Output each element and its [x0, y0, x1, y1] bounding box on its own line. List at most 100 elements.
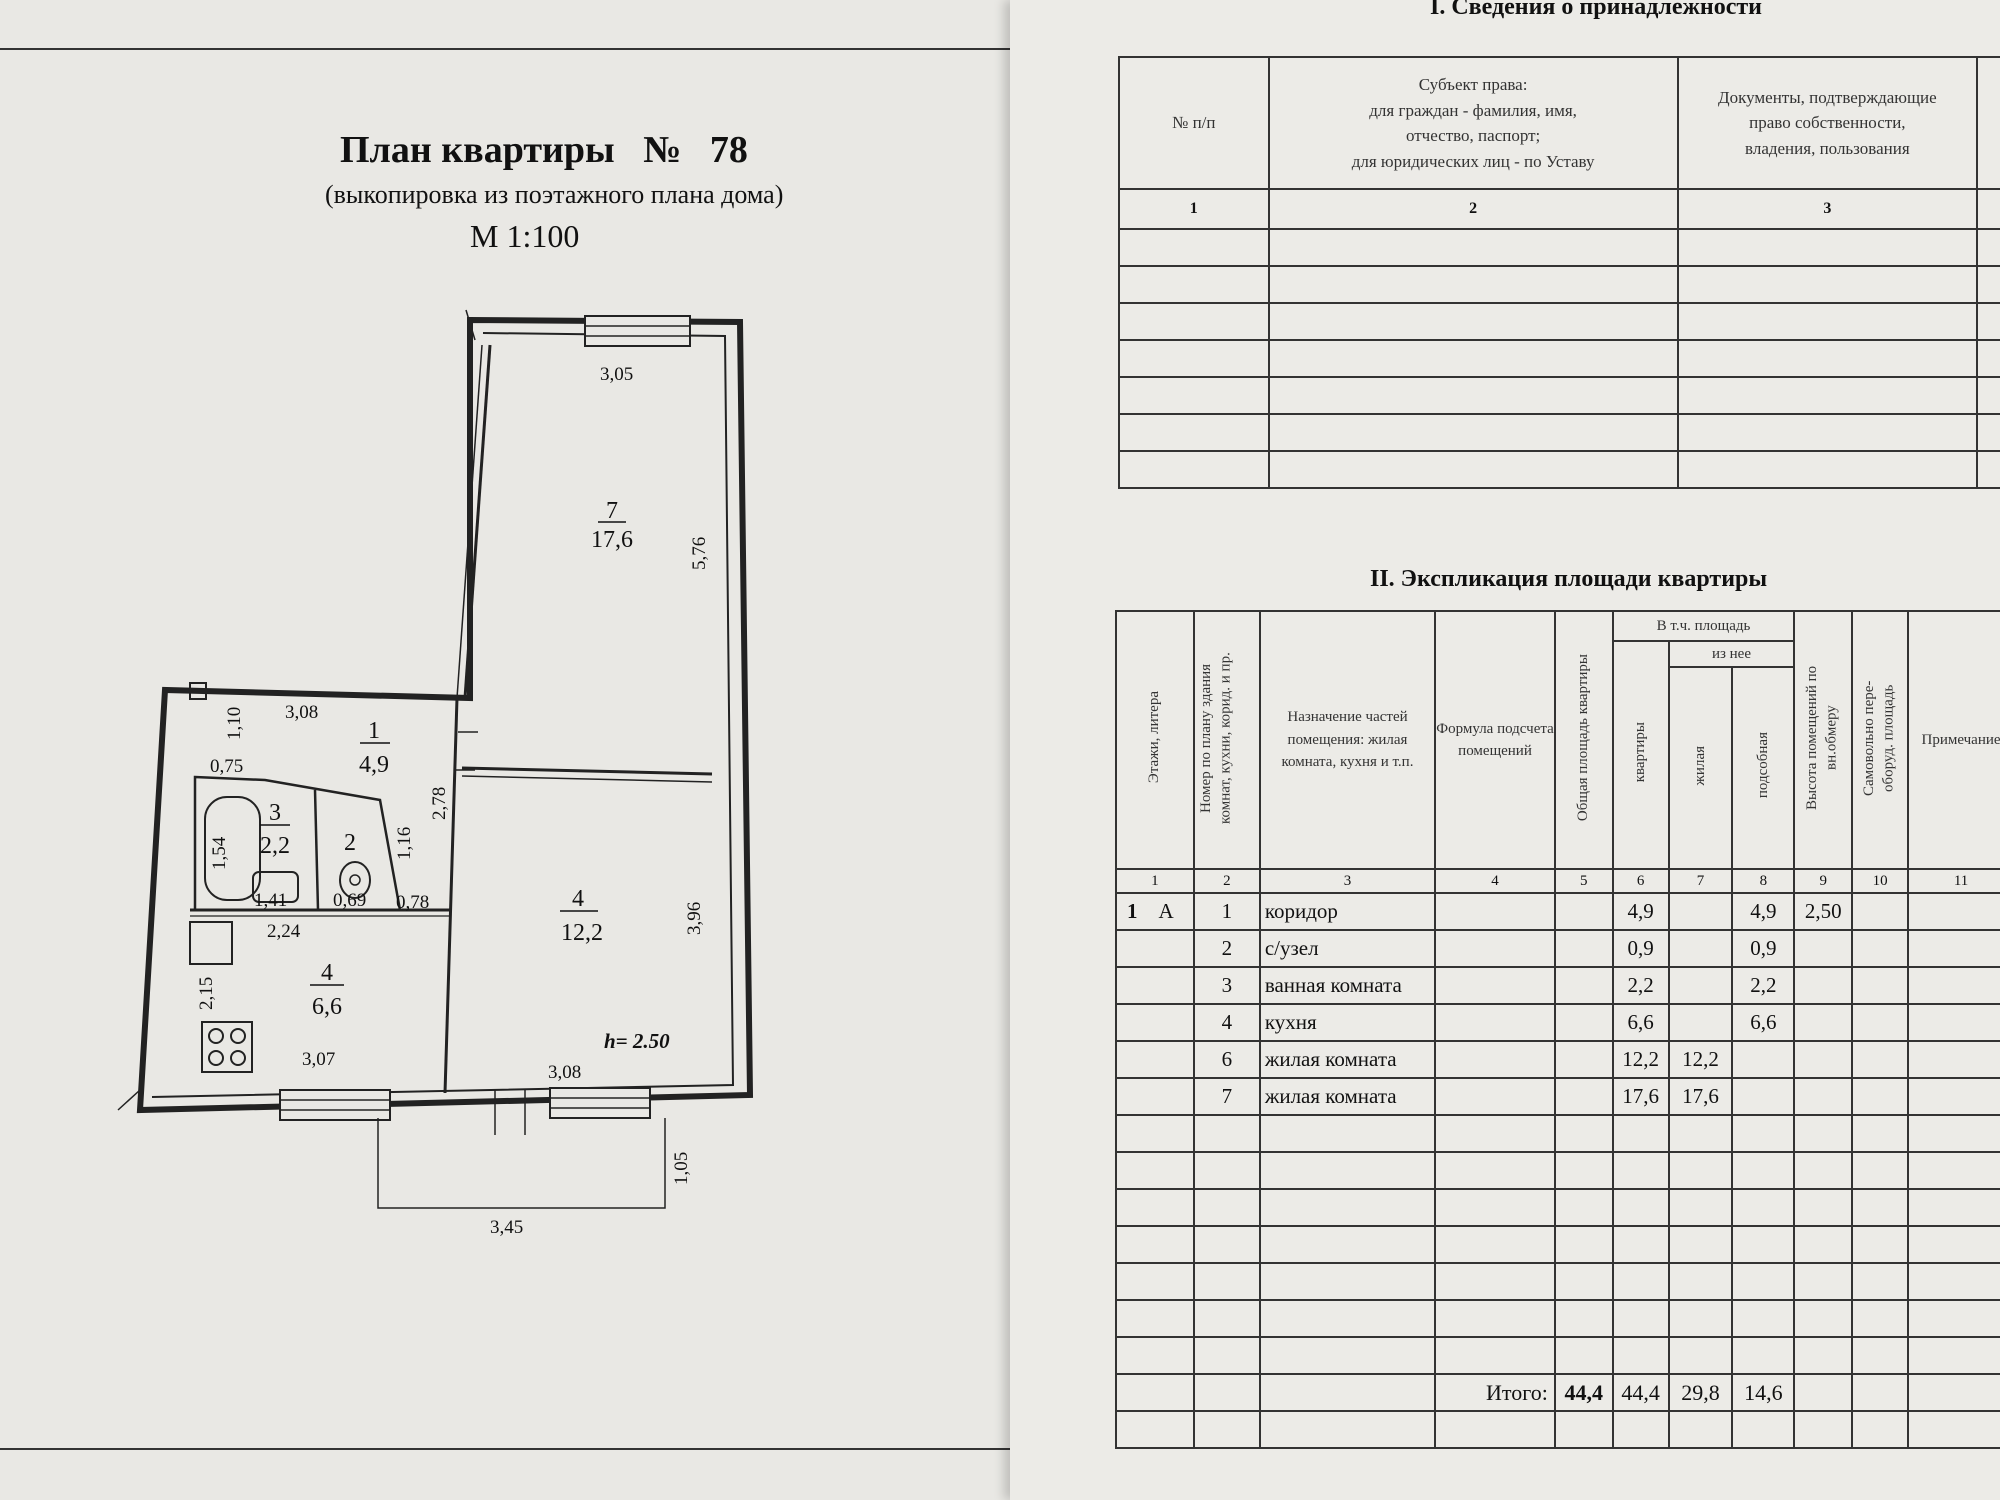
ceiling-height: h= 2.50 — [604, 1029, 670, 1053]
row-height — [1793, 1003, 1854, 1042]
room-3-area: 2,2 — [260, 833, 290, 859]
col-num-3: 3 — [1258, 868, 1437, 894]
row-aux-area — [1731, 1040, 1796, 1079]
table-row: 4 кухня 6,6 6,6 — [1115, 1003, 2000, 1042]
total-row: Итого: 44,4 44,4 29,8 14,6 — [1115, 1373, 2000, 1412]
total-aux-area: 14,6 — [1731, 1373, 1796, 1412]
dim-2-15: 2,15 — [196, 977, 217, 1010]
empty-row — [1115, 1410, 2000, 1449]
ownership-header-extra — [1976, 56, 2000, 190]
room-1-number: 1 — [368, 718, 380, 744]
table-row: 7 жилая комната 17,6 17,6 — [1115, 1077, 2000, 1116]
empty-row — [1115, 1262, 2000, 1301]
row-name: жилая комната — [1258, 1077, 1437, 1116]
dim-2-24: 2,24 — [267, 921, 301, 942]
col-num-5: 5 — [1553, 868, 1614, 894]
plan-title: План квартиры № 78 — [340, 128, 748, 172]
col-num-10: 10 — [1851, 868, 1910, 894]
col-num-1: 1 — [1115, 868, 1195, 894]
row-aux-area: 0,9 — [1731, 929, 1796, 968]
dim-3-05: 3,05 — [600, 364, 633, 385]
empty-row — [1115, 1336, 2000, 1375]
table-row: 1 А 1 коридор 4,9 4,9 2,50 — [1115, 892, 2000, 931]
dim-3-08-top: 3,08 — [285, 702, 318, 723]
dim-1-10: 1,10 — [224, 707, 245, 740]
ownership-row — [1118, 413, 2000, 452]
row-height — [1793, 1040, 1854, 1079]
dim-3-08-bottom: 3,08 — [548, 1062, 581, 1083]
ownership-row — [1118, 450, 2000, 489]
plan-title-text: План квартиры — [340, 129, 615, 171]
stove — [201, 1021, 253, 1073]
sink — [252, 871, 299, 903]
explication-title: II. Экспликация площади квартиры — [1370, 566, 1768, 592]
ownership-table: № п/п Субъект права: для граждан - фамил… — [1118, 56, 2000, 489]
ownership-row — [1118, 228, 2000, 267]
total-living-area: 29,8 — [1667, 1373, 1734, 1412]
room-4-number: 4 — [321, 960, 333, 986]
row-height — [1793, 966, 1854, 1005]
empty-row — [1115, 1114, 2000, 1153]
floor-plan: 3,05 5,76 3,08 1,10 0,75 1,54 1,16 2,78 … — [117, 309, 754, 1238]
dim-3-96: 3,96 — [684, 902, 705, 935]
kitchen-sink — [189, 921, 233, 965]
hdr-reequipped: Самовольно пере-оборуд. площадь — [1861, 679, 1897, 796]
row-apt-area: 2,2 — [1611, 966, 1670, 1005]
ownership-title: I. Сведения о принадлежности — [1430, 0, 1762, 20]
row-apt-area: 0,9 — [1611, 929, 1670, 968]
ownership-col-1: 1 — [1118, 188, 1270, 230]
litera-value: А — [1158, 899, 1174, 923]
bath-block — [193, 775, 402, 912]
row-name: с/узел — [1258, 929, 1437, 968]
dim-1-54: 1,54 — [209, 836, 230, 870]
row-height — [1793, 929, 1854, 968]
dim-0-78: 0,78 — [396, 892, 429, 913]
ownership-row — [1118, 339, 2000, 378]
row-apt-area: 6,6 — [1611, 1003, 1670, 1042]
empty-row — [1115, 1188, 2000, 1227]
dim-5-76: 5,76 — [689, 537, 710, 570]
room-window — [549, 1087, 651, 1119]
dim-1-41: 1,41 — [254, 890, 287, 911]
dim-3-45: 3,45 — [490, 1217, 523, 1238]
total-apt-area: 44,4 — [1611, 1373, 1670, 1412]
hdr-floor: Этажи, литера — [1146, 691, 1163, 784]
dim-0-75: 0,75 — [210, 756, 243, 777]
row-name: жилая комната — [1258, 1040, 1437, 1079]
row-height — [1793, 1077, 1854, 1116]
dim-2-78: 2,78 — [429, 787, 450, 820]
room-6-number: 4 — [572, 886, 584, 912]
room-4-area: 6,6 — [312, 994, 342, 1020]
row-living-area: 12,2 — [1667, 1040, 1734, 1079]
row-no: 1 — [1192, 892, 1261, 931]
row-living-area — [1667, 929, 1734, 968]
row-apt-area: 12,2 — [1611, 1040, 1670, 1079]
toilet — [339, 861, 371, 899]
room-3-number: 3 — [269, 800, 281, 826]
ownership-row — [1118, 376, 2000, 415]
hdr-purpose: Назначение частей помещения: жилая комна… — [1258, 610, 1437, 870]
row-name: коридор — [1258, 892, 1437, 931]
row-living-area — [1667, 1003, 1734, 1042]
dim-0-69: 0,69 — [333, 890, 366, 911]
empty-row — [1115, 1151, 2000, 1190]
row-aux-area: 6,6 — [1731, 1003, 1796, 1042]
row-no: 6 — [1192, 1040, 1261, 1079]
hdr-auxiliary: подсобная — [1754, 732, 1771, 799]
table-row: 6 жилая комната 12,2 12,2 — [1115, 1040, 2000, 1079]
apartment-number: 78 — [709, 129, 748, 171]
col-num-6: 6 — [1611, 868, 1670, 894]
hdr-note: Примечание — [1907, 610, 2000, 870]
room-7-area: 17,6 — [591, 527, 633, 553]
row-living-area: 17,6 — [1667, 1077, 1734, 1116]
row-aux-area: 2,2 — [1731, 966, 1796, 1005]
hdr-formula: Формула подсчета помещений — [1434, 610, 1556, 870]
hdr-group: В т.ч. площадь — [1611, 610, 1796, 642]
floor-value: 1 — [1127, 899, 1138, 923]
left-sheet — [0, 0, 1030, 1500]
row-aux-area — [1731, 1077, 1796, 1116]
ownership-header-no: № п/п — [1118, 56, 1270, 190]
dim-3-07: 3,07 — [302, 1049, 335, 1070]
dim-1-16: 1,16 — [394, 827, 415, 860]
row-name: кухня — [1258, 1003, 1437, 1042]
